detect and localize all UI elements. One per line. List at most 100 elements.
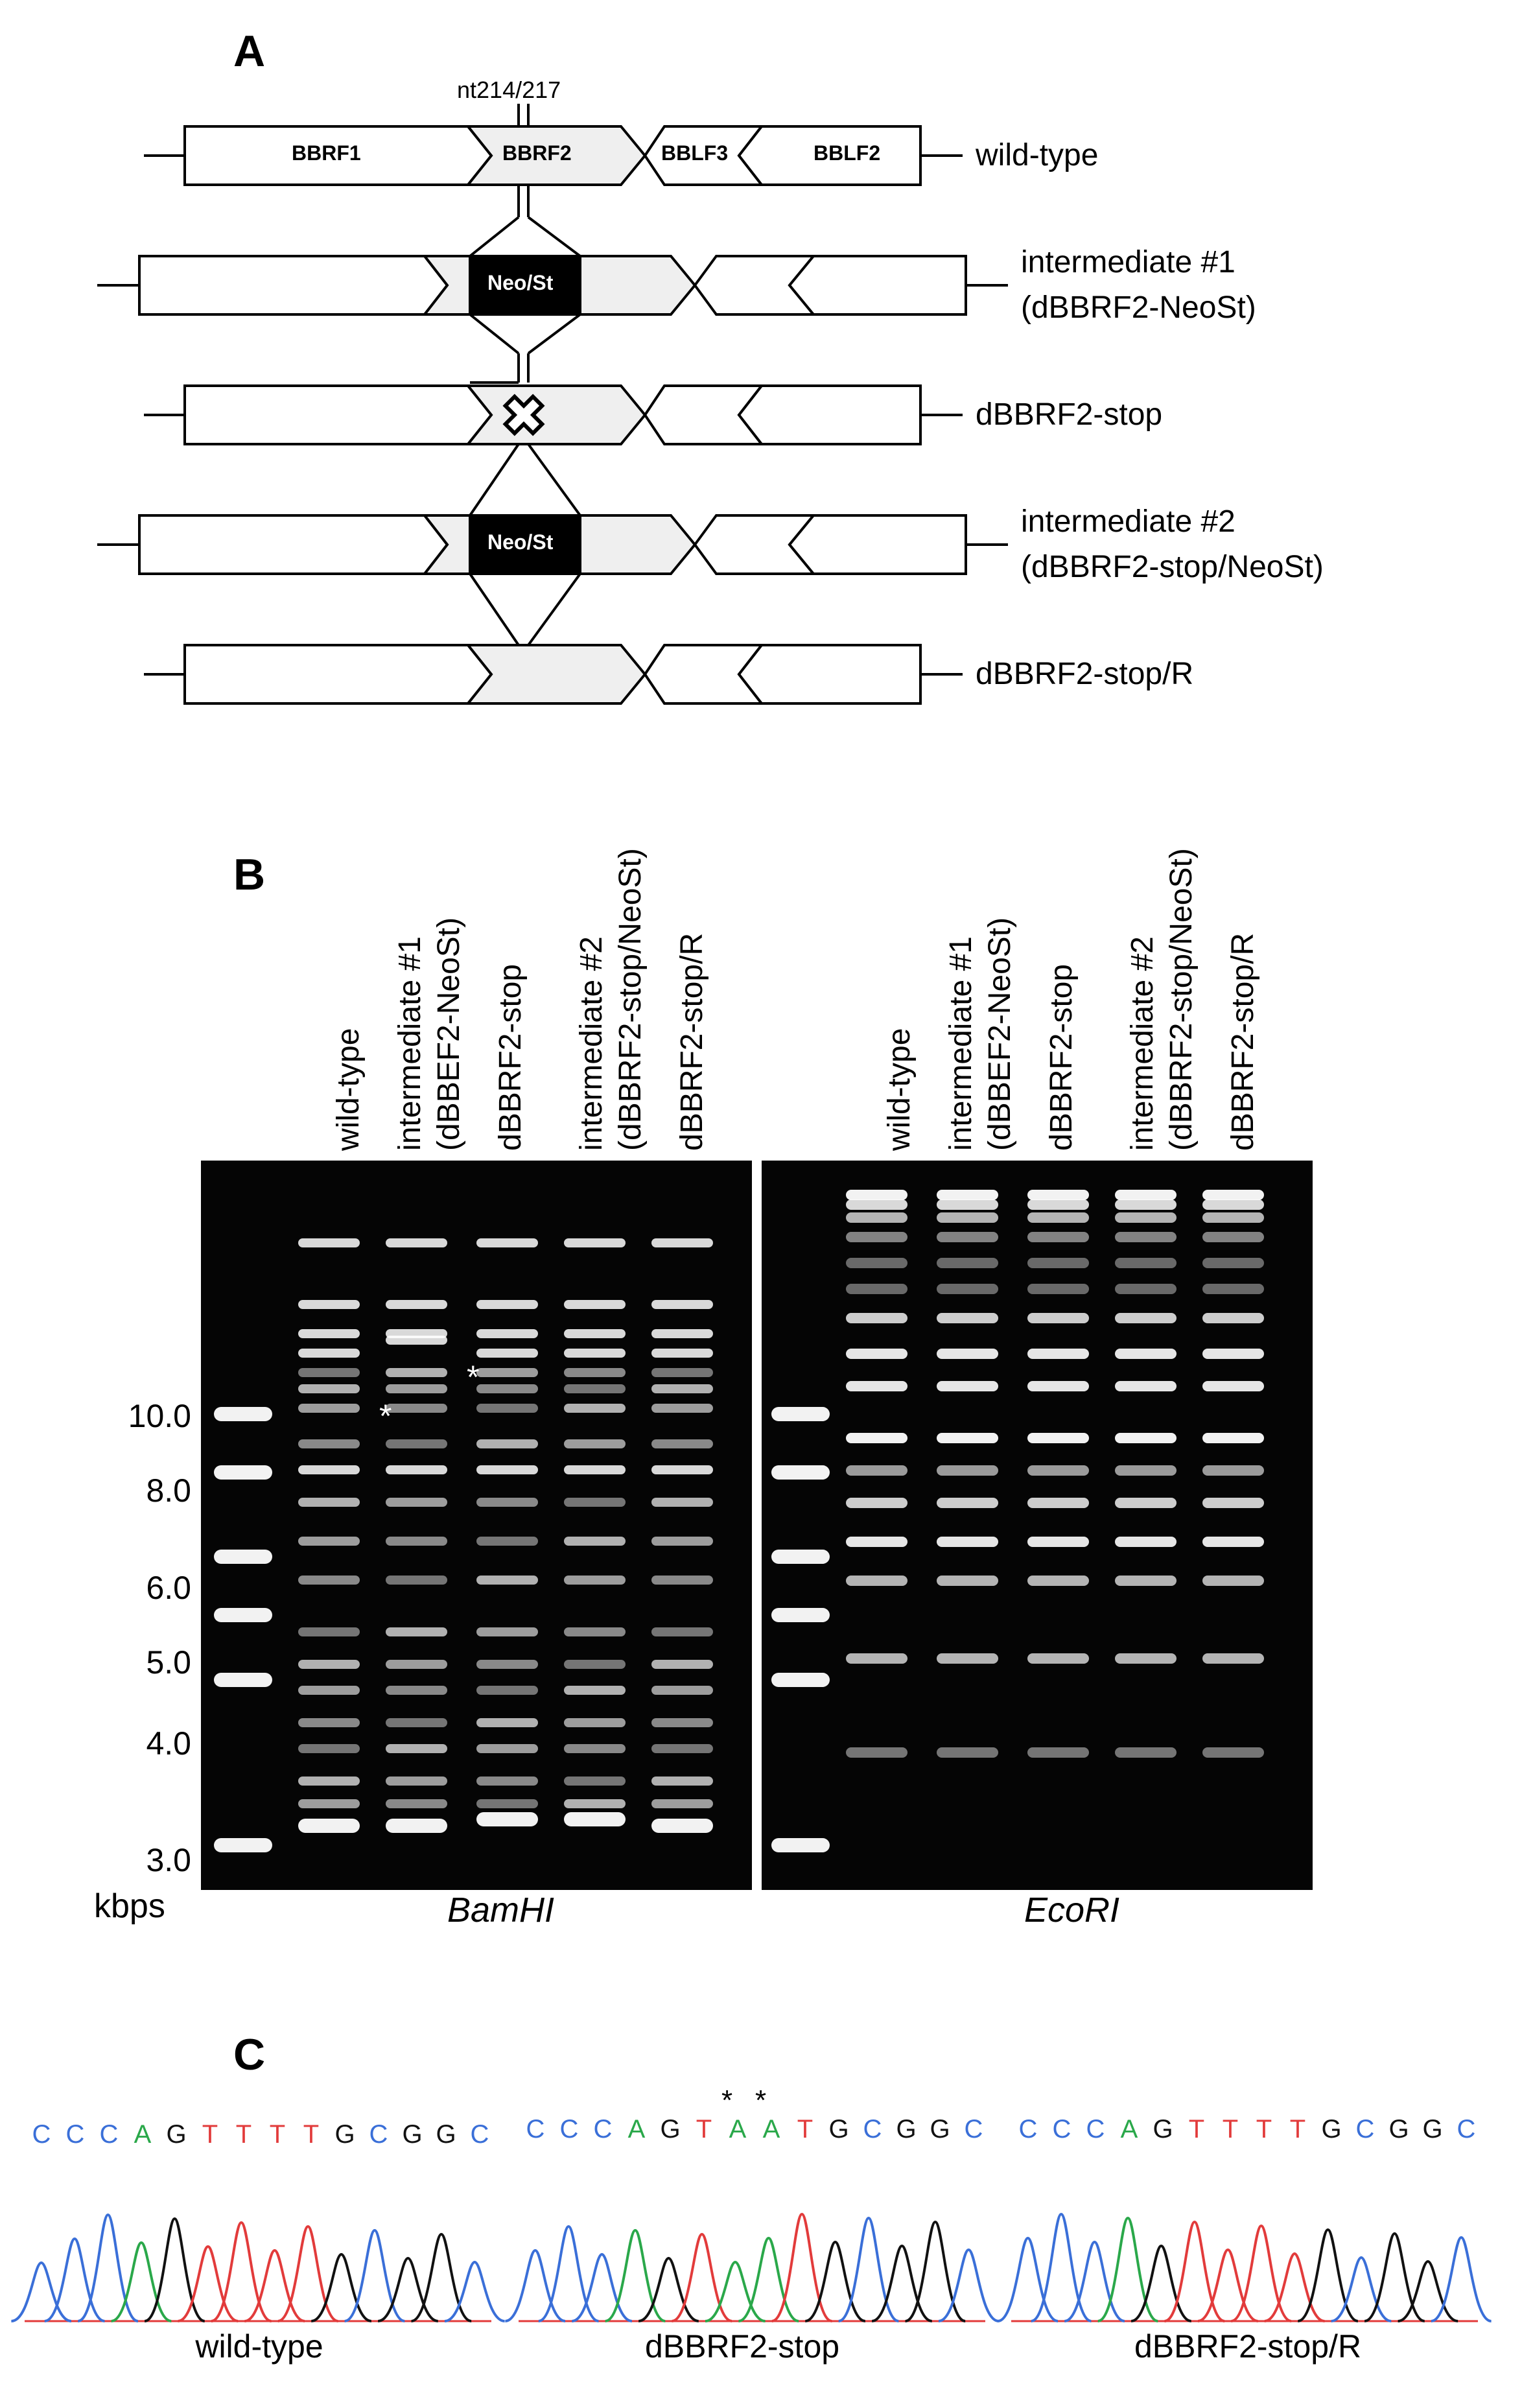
gel-band (564, 1660, 626, 1669)
gel-band (564, 1404, 626, 1413)
base-letter: C (1018, 2115, 1038, 2143)
size-marker-4: 4.0 (146, 1725, 191, 1762)
gel-band (846, 1199, 907, 1210)
size-marker-10: 10.0 (128, 1398, 191, 1434)
base-letter: C (1355, 2115, 1375, 2143)
gel-band (846, 1576, 907, 1586)
gel-band (651, 1368, 713, 1377)
lane-label-eco-1: wild-type (882, 1028, 917, 1151)
gel-band (298, 1819, 360, 1833)
gel-band (476, 1384, 538, 1393)
gel-band (476, 1300, 538, 1309)
gel-band (476, 1349, 538, 1358)
gel-band (937, 1313, 998, 1323)
gel-band (476, 1660, 538, 1669)
gel-band (476, 1368, 538, 1377)
gel-band (1027, 1313, 1089, 1323)
track-dbbrf2-stop (144, 384, 963, 445)
trace-peak (738, 2236, 799, 2322)
trace-peak (211, 2221, 272, 2322)
lane-label-bam-3: dBBRF2-stop (493, 963, 528, 1151)
gel-band (386, 1537, 447, 1546)
trace-peak (997, 2236, 1059, 2322)
panel-a-letter: A (233, 27, 266, 76)
gel-band (564, 1718, 626, 1727)
gel-band (771, 1465, 830, 1480)
trace-peak (1331, 2256, 1392, 2322)
gel-band (386, 1384, 447, 1393)
lane-label-eco-4a: intermediate #2 (1125, 936, 1160, 1151)
gel-band (651, 1404, 713, 1413)
gel-band (1027, 1537, 1089, 1547)
gel-band (386, 1576, 447, 1585)
size-marker-3: 3.0 (146, 1842, 191, 1878)
gel-band (298, 1439, 360, 1448)
base-letter: T (1188, 2115, 1205, 2143)
gel-band (846, 1537, 907, 1547)
track-label-5: dBBRF2-stop/R (976, 657, 1194, 691)
lane-label-bam-5: dBBRF2-stop/R (675, 932, 709, 1151)
gel-band (1115, 1349, 1177, 1359)
gel-band (937, 1747, 998, 1758)
gel-band (651, 1384, 713, 1393)
trace-peak (410, 2232, 472, 2322)
gel-band (937, 1498, 998, 1508)
gel-band (771, 1608, 830, 1622)
gel-band (386, 1686, 447, 1695)
gel-band (386, 1819, 447, 1833)
gel-band (564, 1368, 626, 1377)
gel-band (937, 1433, 998, 1443)
trace-peak (344, 2228, 405, 2322)
gel-band (1202, 1381, 1264, 1391)
gel-band (937, 1653, 998, 1664)
gel-band (937, 1381, 998, 1391)
base-letter: G (896, 2115, 917, 2143)
gene-label-bblf2: BBLF2 (814, 141, 881, 165)
gel-band (651, 1329, 713, 1338)
trace-label-wildtype: wild-type (195, 2328, 323, 2365)
gel-band (1115, 1653, 1177, 1664)
gel-band (298, 1368, 360, 1377)
trace-peak (671, 2232, 732, 2322)
panel-c-letter: C (233, 2030, 266, 2079)
base-letter: G (1321, 2115, 1342, 2143)
base-letter: C (32, 2120, 51, 2149)
mutation-asterisk-2: * (755, 2084, 767, 2116)
trace-peak (178, 2245, 239, 2322)
cassette-label-1: Neo/St (487, 271, 554, 294)
gel-band (651, 1660, 713, 1669)
lane-label-bam-4b: (dBBRF2-stop/NeoSt) (613, 848, 648, 1151)
gel-band (846, 1433, 907, 1443)
gel-band (386, 1404, 447, 1413)
base-letter: G (402, 2120, 423, 2149)
gel-band (564, 1776, 626, 1786)
stop-cross-icon (502, 394, 545, 436)
asterisk-intermediate-band: * (467, 1359, 480, 1395)
gel-band (386, 1776, 447, 1786)
gel-band (1115, 1576, 1177, 1586)
base-letter: C (1052, 2115, 1071, 2143)
trace-peak (904, 2220, 966, 2322)
base-letter: T (235, 2120, 252, 2149)
size-marker-8: 8.0 (146, 1472, 191, 1509)
gel-band (846, 1498, 907, 1508)
gel-band (386, 1744, 447, 1753)
cassette-label-2: Neo/St (487, 530, 554, 554)
base-letter: C (964, 2115, 983, 2143)
gel-band (1027, 1190, 1089, 1200)
gel-band (1115, 1537, 1177, 1547)
gel-band (1202, 1313, 1264, 1323)
gel-band (937, 1212, 998, 1223)
trace-peak (1064, 2240, 1125, 2322)
track-wild-type (144, 125, 963, 186)
gel-band (298, 1799, 360, 1808)
gel-band (1202, 1433, 1264, 1443)
gel-band (937, 1576, 998, 1586)
gel-band (937, 1190, 998, 1200)
base-letter: T (1222, 2115, 1239, 2143)
base-letter: C (863, 2115, 882, 2143)
gel-band (564, 1537, 626, 1546)
base-letter: C (470, 2120, 489, 2149)
lane-label-eco-4b: (dBBRF2-stop/NeoSt) (1164, 848, 1199, 1151)
gel-band (564, 1686, 626, 1695)
